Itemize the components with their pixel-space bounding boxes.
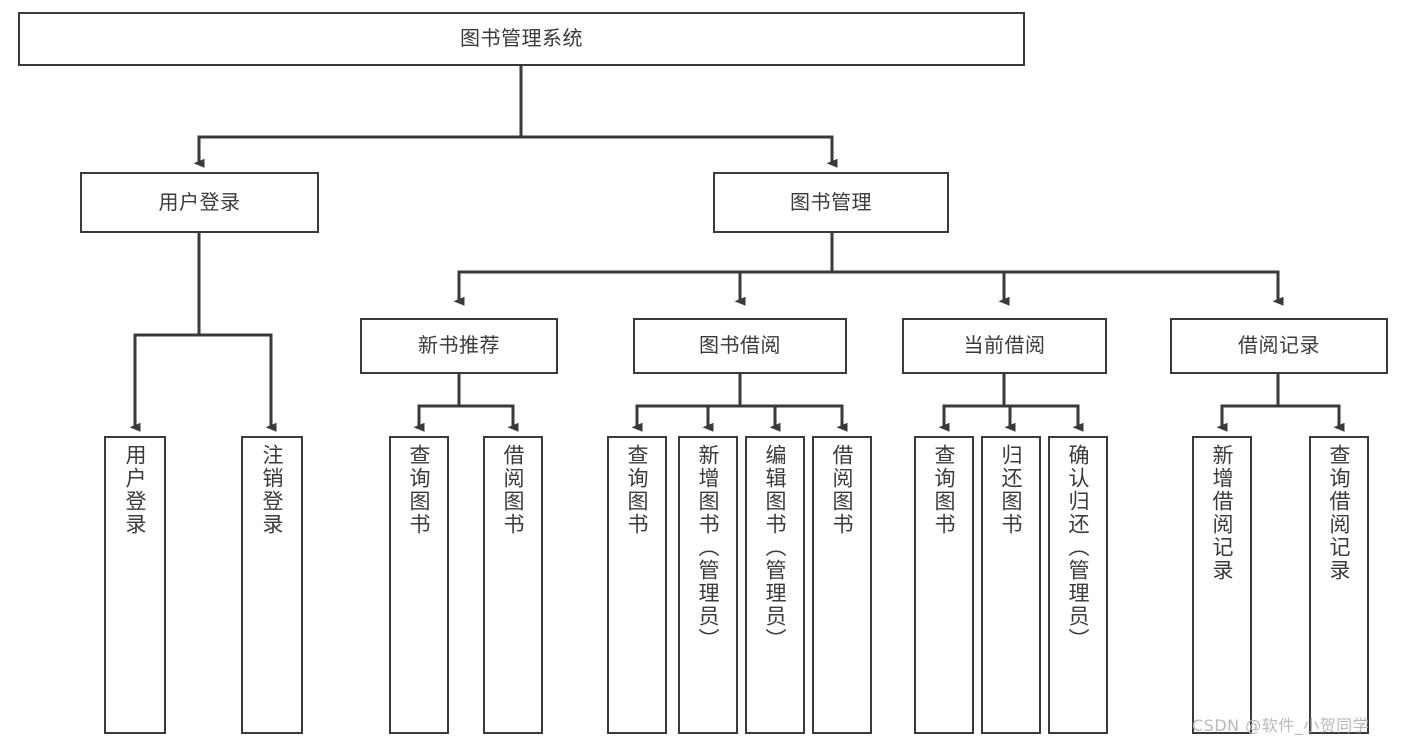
leaf-current-return-book-label: 归还图书 bbox=[999, 444, 1024, 536]
csdn-watermark: CSDN @软件_小贺同学 bbox=[1192, 716, 1370, 735]
node-book-management[interactable]: 图书管理 bbox=[713, 172, 949, 233]
leaf-borrow-add-book[interactable]: 新增图书（管理员） bbox=[678, 436, 738, 734]
leaf-current-return-book[interactable]: 归还图书 bbox=[981, 436, 1041, 734]
node-book-borrow[interactable]: 图书借阅 bbox=[633, 318, 847, 374]
node-root[interactable]: 图书管理系统 bbox=[18, 12, 1025, 66]
leaf-current-confirm-return[interactable]: 确认归还（管理员） bbox=[1048, 436, 1108, 734]
leaf-user-login-signout-label: 注销登录 bbox=[260, 444, 285, 536]
leaf-record-add-record[interactable]: 新增借阅记录 bbox=[1192, 436, 1252, 734]
leaf-recommend-query-book-label: 查询图书 bbox=[407, 444, 432, 536]
node-user-login-label: 用户登录 bbox=[158, 189, 241, 214]
node-user-login[interactable]: 用户登录 bbox=[80, 172, 319, 233]
leaf-current-query-book-label: 查询图书 bbox=[932, 444, 957, 536]
leaf-recommend-borrow-book-label: 借阅图书 bbox=[501, 444, 526, 536]
leaf-borrow-edit-book-label: 编辑图书（管理员） bbox=[763, 444, 788, 651]
leaf-borrow-borrow-book-label: 借阅图书 bbox=[830, 444, 855, 536]
node-root-label: 图书管理系统 bbox=[460, 26, 583, 51]
node-current-borrow-label: 当前借阅 bbox=[963, 333, 1046, 358]
leaf-user-login-signout[interactable]: 注销登录 bbox=[241, 436, 303, 734]
leaf-borrow-add-book-label: 新增图书（管理员） bbox=[696, 444, 721, 651]
node-book-management-label: 图书管理 bbox=[790, 189, 872, 214]
leaf-user-login-signin[interactable]: 用户登录 bbox=[104, 436, 166, 734]
leaf-record-query-record-label: 查询借阅记录 bbox=[1327, 444, 1352, 582]
leaf-borrow-edit-book[interactable]: 编辑图书（管理员） bbox=[745, 436, 805, 734]
leaf-recommend-borrow-book[interactable]: 借阅图书 bbox=[483, 436, 543, 734]
leaf-borrow-query-book[interactable]: 查询图书 bbox=[607, 436, 667, 734]
leaf-record-query-record[interactable]: 查询借阅记录 bbox=[1309, 436, 1369, 734]
node-new-book-recommend[interactable]: 新书推荐 bbox=[360, 318, 558, 374]
leaf-record-add-record-label: 新增借阅记录 bbox=[1210, 444, 1235, 582]
node-borrow-record[interactable]: 借阅记录 bbox=[1170, 318, 1388, 374]
node-book-borrow-label: 图书借阅 bbox=[699, 333, 781, 358]
leaf-user-login-signin-label: 用户登录 bbox=[123, 444, 148, 536]
node-current-borrow[interactable]: 当前借阅 bbox=[902, 318, 1107, 374]
leaf-current-query-book[interactable]: 查询图书 bbox=[914, 436, 974, 734]
leaf-borrow-query-book-label: 查询图书 bbox=[625, 444, 650, 536]
leaf-borrow-borrow-book[interactable]: 借阅图书 bbox=[812, 436, 872, 734]
leaf-recommend-query-book[interactable]: 查询图书 bbox=[389, 436, 449, 734]
leaf-current-confirm-return-label: 确认归还（管理员） bbox=[1066, 444, 1091, 651]
node-borrow-record-label: 借阅记录 bbox=[1238, 333, 1320, 358]
node-new-book-recommend-label: 新书推荐 bbox=[418, 333, 500, 358]
